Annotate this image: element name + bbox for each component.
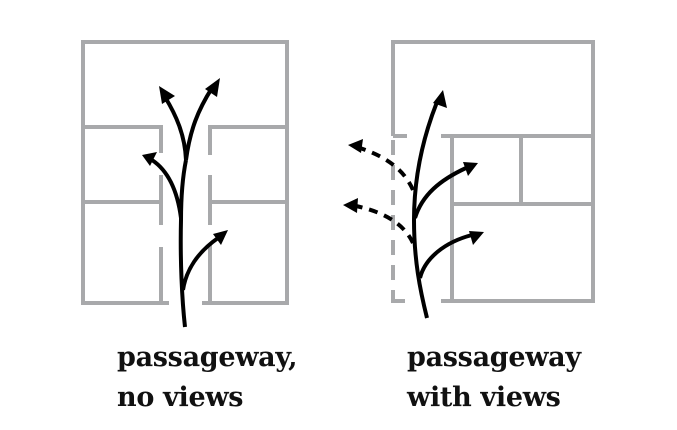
view-path-lower [355,204,415,244]
outer-wall-top [81,40,289,304]
arrowhead-view-lower [343,198,358,213]
caption-with-views-line-1: passageway [407,342,581,373]
floor-plan-no-views [81,40,289,305]
arrowhead-up-right [205,78,220,97]
path-up-left [163,95,188,161]
arrowhead-right-room-lower [469,231,484,245]
path-up-right [184,86,214,161]
path-right-room-lower [418,233,473,279]
path-right-room [181,236,220,291]
main-path [411,101,439,319]
arrowhead-right-room [213,230,228,245]
arrowhead-up-left [159,86,175,104]
caption-with-views: passageway with views [407,338,581,418]
outer-wall [391,40,595,303]
path-right-room-upper [413,166,467,219]
arrowhead-view-upper [348,139,363,153]
caption-no-views: passageway, no views [117,338,298,418]
panel-no-views [81,40,289,328]
view-path-upper [359,146,415,191]
movement-paths-with-views [343,90,484,319]
main-path [178,159,188,328]
movement-paths-no-views [142,78,228,328]
arrowhead-right-room-upper [463,162,478,176]
caption-with-views-line-2: with views [407,382,561,413]
panel-with-views [343,40,595,319]
arrowhead-left-room [142,152,157,166]
caption-no-views-line-1: passageway, [117,342,298,373]
floor-plan-with-views [391,40,595,303]
caption-no-views-line-2: no views [117,382,244,413]
path-left-room [150,158,183,219]
arrowhead-up [433,90,447,108]
